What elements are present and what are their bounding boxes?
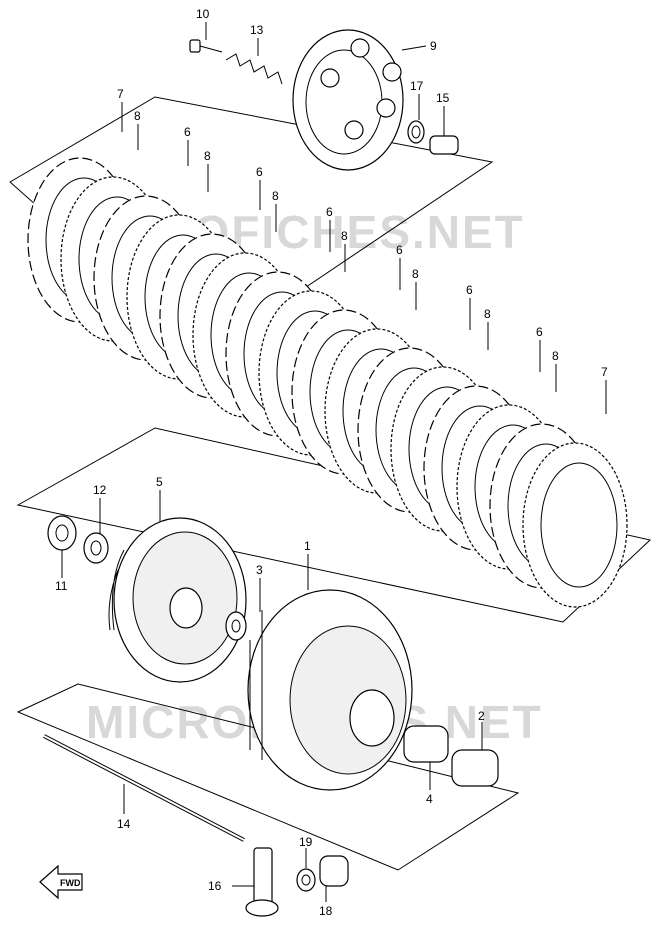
clutch-sleeve-hub [108,517,247,683]
callout-6-e: 6 [466,283,473,297]
callout-13: 13 [250,23,264,37]
plate-stack [27,157,628,608]
lever-bearing [319,855,349,887]
callout-8-a: 8 [134,109,141,123]
driven-plate-inner [540,462,618,588]
release-lever [245,847,279,917]
callout-6-f: 6 [536,325,543,339]
callout-10: 10 [196,7,210,21]
callout-6-a: 6 [184,125,191,139]
release-bearing [407,120,425,144]
push-piece [429,135,459,155]
callout-15: 15 [436,91,450,105]
callout-17: 17 [410,79,424,93]
callout-1: 1 [304,539,311,553]
push-rod [43,734,245,842]
lock-washer [83,532,109,564]
clutch-spring [225,53,283,85]
callout-8-e: 8 [412,267,419,281]
clutch-housing [247,589,413,791]
callout-18: 18 [319,904,333,918]
callout-12: 12 [93,483,107,497]
driven-plate [522,442,628,608]
callout-5: 5 [156,475,163,489]
callout-8-g: 8 [552,349,559,363]
callout-9: 9 [430,39,437,53]
callout-7-top: 7 [117,87,124,101]
bolt [189,39,223,53]
callout-14: 14 [117,817,131,831]
callout-6-c: 6 [326,205,333,219]
callout-labels: 10 13 9 17 15 7 8 6 8 6 8 6 8 6 8 6 8 [55,7,608,918]
callout-8-c: 8 [272,189,279,203]
callout-11: 11 [55,579,68,593]
callout-16: 16 [208,879,222,893]
spacer [451,749,499,787]
thrust-washer [225,611,247,641]
callout-7-bottom: 7 [601,365,608,379]
hub-nut [47,515,77,551]
callout-2: 2 [478,709,485,723]
plate-stack-box-lower [16,427,652,623]
callout-19: 19 [299,835,313,849]
callout-8-b: 8 [204,149,211,163]
needle-bearing [403,725,449,763]
callout-8-f: 8 [484,307,491,321]
forward-arrow-icon: FWD [39,864,83,900]
pressure-plate [292,29,404,171]
callout-8-d: 8 [341,229,348,243]
shaft-box [16,683,520,871]
fwd-label: FWD [60,878,81,888]
callout-3: 3 [256,563,263,577]
callout-6-d: 6 [396,243,403,257]
callout-4: 4 [426,792,433,806]
callout-6-b: 6 [256,165,263,179]
oil-seal [296,868,316,892]
